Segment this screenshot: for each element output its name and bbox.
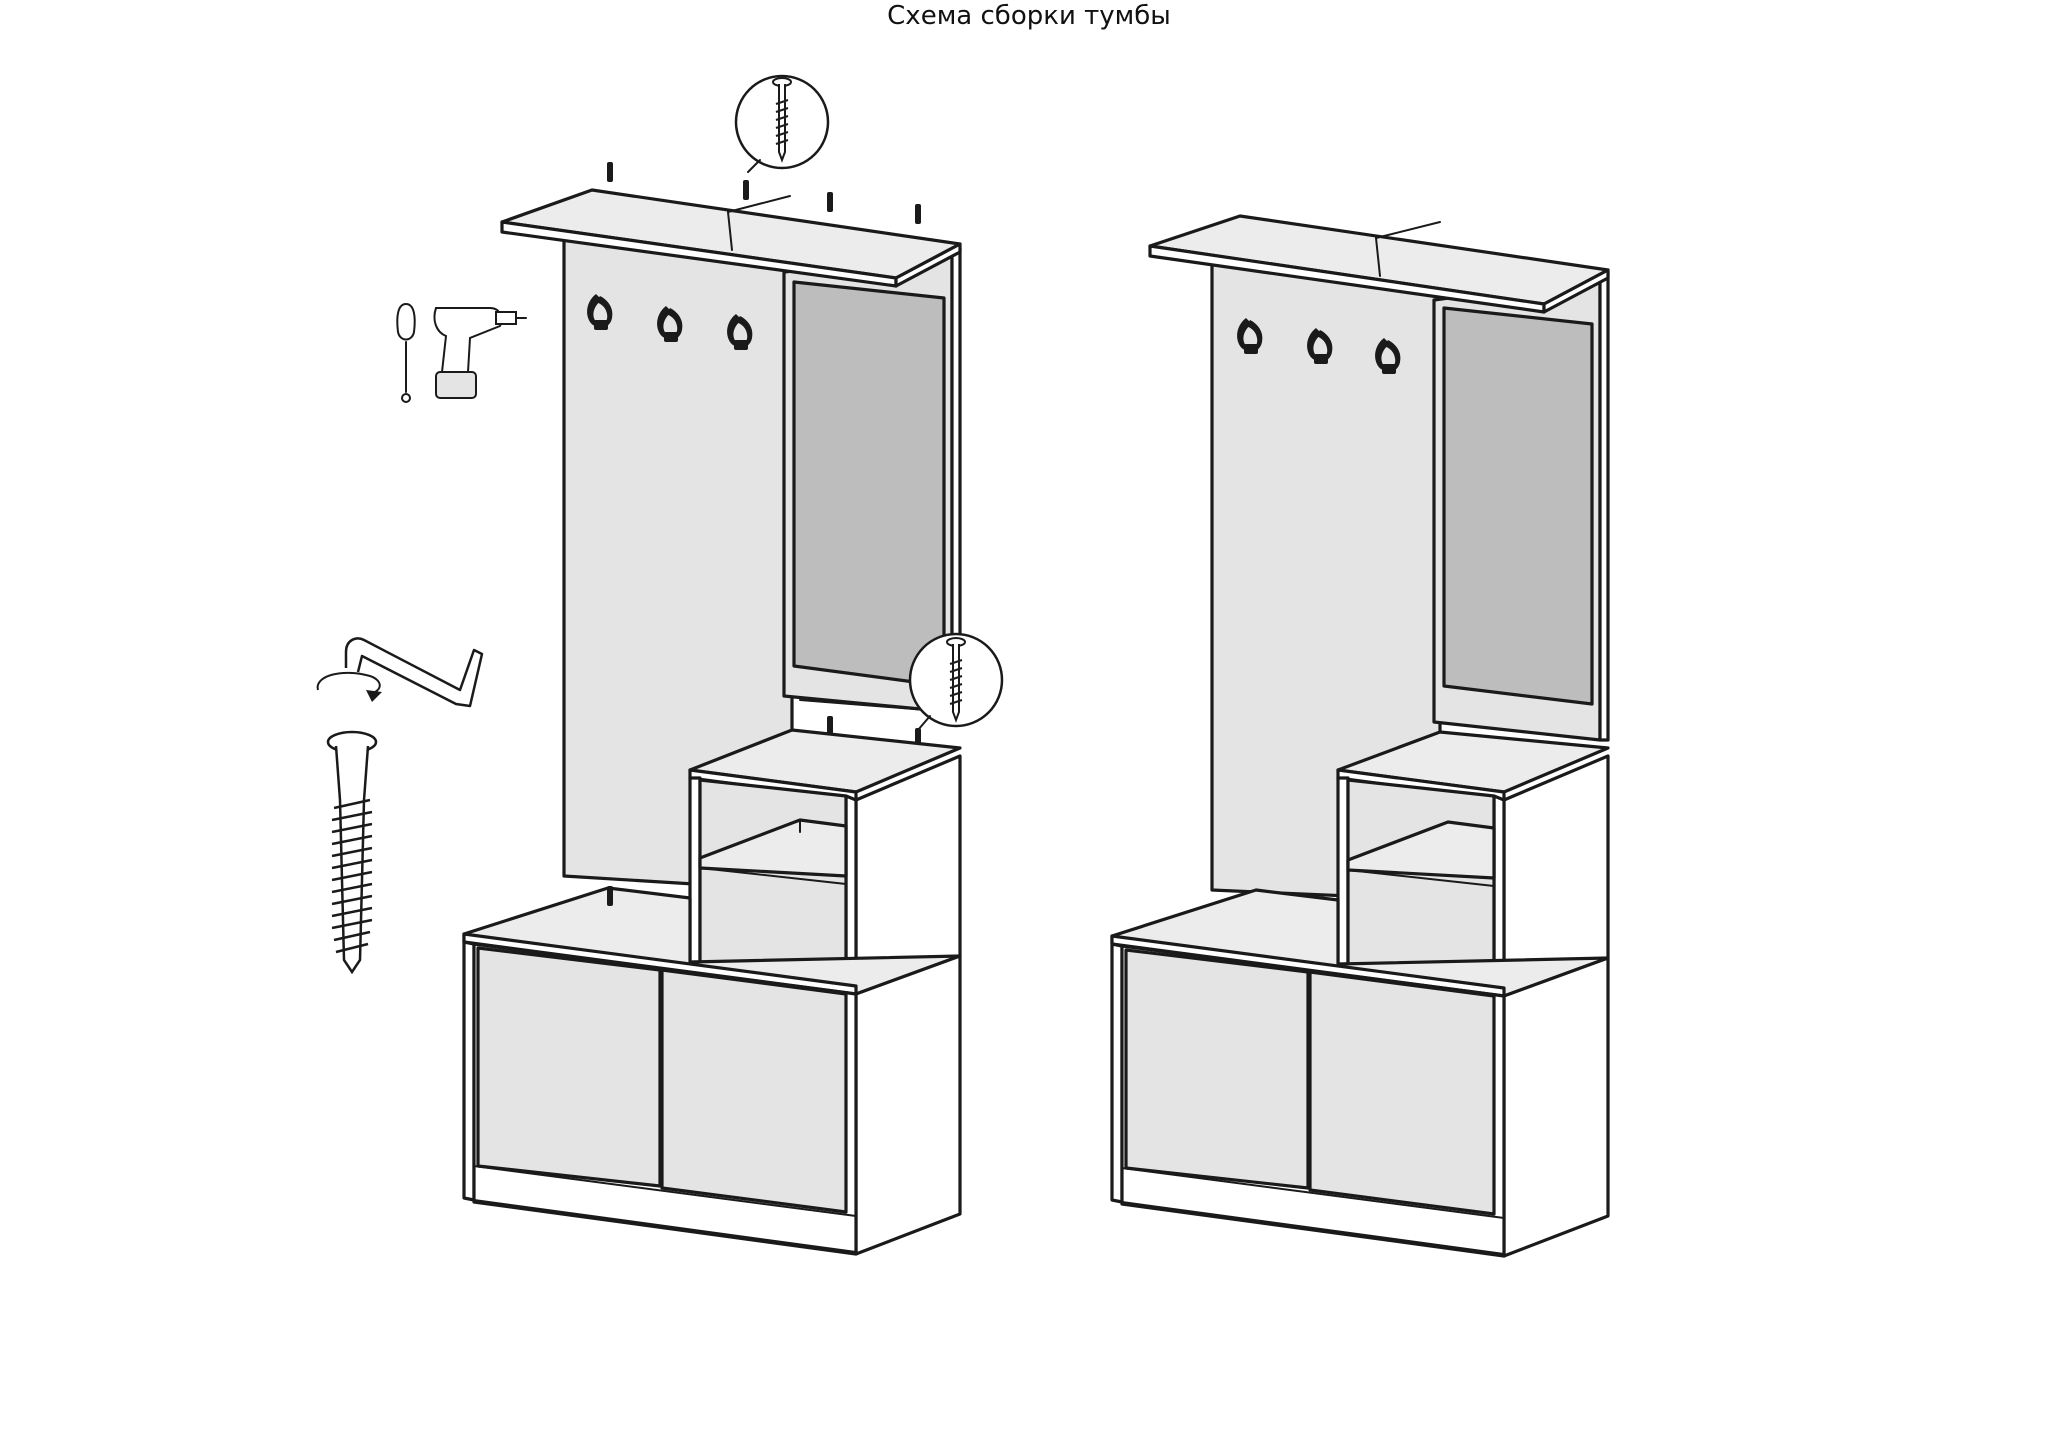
screwdriver-icon [396, 302, 416, 403]
dowel-icon [607, 886, 613, 906]
cabinet-side [854, 954, 962, 1256]
cabinet-door-right [1308, 970, 1496, 1216]
confirmat-screw-icon [326, 730, 378, 975]
exploded-cabinet-view [462, 74, 1004, 1256]
cabinet-door-left [1124, 948, 1310, 1190]
page-title: Схема сборки тумбы [887, 1, 1171, 31]
assembled-cabinet-view [1110, 214, 1610, 1258]
mirror-glass [792, 280, 946, 688]
mirror-glass [1442, 306, 1594, 706]
dowel-icon [743, 180, 749, 200]
drill-icon [433, 307, 527, 399]
dowel-icon [827, 192, 833, 212]
dowel-icon [915, 204, 921, 224]
cabinet-side [1502, 956, 1610, 1258]
screw-callout-icon [734, 74, 830, 173]
cabinet-door-right [660, 968, 848, 1214]
hex-key-icon [316, 637, 484, 708]
cabinet-door-left [476, 946, 662, 1188]
dowel-icon [607, 162, 613, 182]
screw-callout-icon [908, 632, 1004, 731]
